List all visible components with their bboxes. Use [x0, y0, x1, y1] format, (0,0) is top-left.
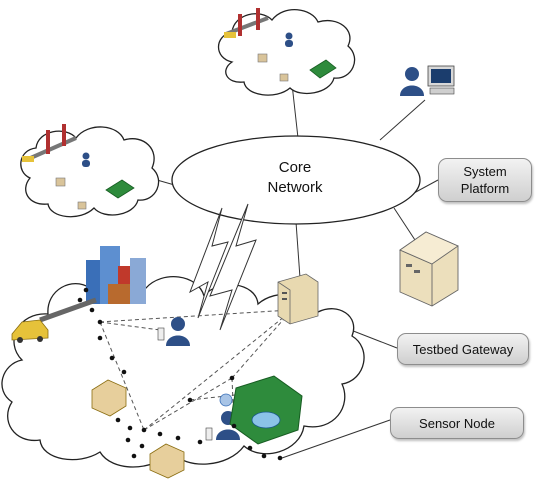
- system-platform-label-line1: System: [463, 164, 507, 179]
- bridge-icon: [224, 8, 269, 38]
- building-icon: [279, 73, 289, 82]
- link-core-gateway: [295, 221, 301, 279]
- gateway-icon: [277, 273, 319, 325]
- building-icon: [91, 379, 127, 417]
- map-icon: [229, 375, 303, 445]
- link-core-system-platform: [393, 207, 416, 241]
- cloud-icon: [20, 126, 160, 218]
- testbed-gateway-callout: Testbed Gateway: [397, 333, 529, 365]
- core-network-label-line2: Network: [267, 179, 323, 196]
- sensor-node-icon: [157, 431, 163, 437]
- map-icon: [105, 179, 135, 199]
- city-icon: [86, 246, 146, 304]
- link-sensor-callout: [281, 419, 391, 459]
- sensor-node-icon: [97, 319, 103, 325]
- user-icon: [400, 67, 424, 96]
- sensor-node-icon: [229, 375, 235, 381]
- user-icon: [82, 152, 90, 167]
- server-icon: [399, 231, 459, 307]
- workstation-icon: [427, 65, 455, 95]
- lightning-icon: [189, 207, 229, 319]
- user-icon: [157, 317, 190, 346]
- bridge-icon: [219, 393, 233, 407]
- sensor-node-icon: [115, 417, 121, 423]
- sensor-node-icon: [77, 297, 83, 303]
- system-platform-callout: System Platform: [438, 158, 532, 202]
- user-icon: [285, 32, 293, 47]
- lightning-icon: [209, 203, 257, 331]
- sensor-node-icon: [141, 427, 147, 433]
- sensor-node-icon: [187, 397, 193, 403]
- sensor-node-icon: [121, 369, 127, 375]
- building-icon: [77, 201, 87, 210]
- sensor-node-icon: [247, 445, 253, 451]
- link-user-core: [379, 99, 426, 141]
- sensor-node-icon: [97, 335, 103, 341]
- bridge-icon: [39, 297, 97, 323]
- sensor-node-icon: [261, 453, 267, 459]
- building-icon: [149, 443, 185, 479]
- sensor-node-icon: [139, 443, 145, 449]
- car-icon: [11, 319, 49, 343]
- map-icon: [309, 59, 337, 79]
- sensor-node-icon: [89, 307, 95, 313]
- sensor-node-icon: [83, 287, 89, 293]
- sensor-nodes: [77, 287, 283, 461]
- sensor-node-label: Sensor Node: [419, 415, 495, 431]
- core-network-label-line1: Core: [278, 159, 312, 176]
- sensor-node-icon: [197, 439, 203, 445]
- sensor-node-icon: [127, 425, 133, 431]
- sensor-node-icon: [175, 435, 181, 441]
- core-network-label: Core Network: [250, 158, 340, 198]
- sensor-node-callout: Sensor Node: [390, 407, 524, 439]
- sensor-node-icon: [277, 455, 283, 461]
- sensor-node-icon: [125, 437, 131, 443]
- bridge-icon: [22, 124, 77, 162]
- building-icon: [257, 53, 268, 63]
- sensor-node-icon: [231, 423, 237, 429]
- sensor-node-icon: [131, 453, 137, 459]
- testbed-gateway-label: Testbed Gateway: [412, 341, 514, 357]
- building-icon: [55, 177, 66, 187]
- system-platform-label-line2: Platform: [460, 181, 510, 196]
- sensor-node-icon: [109, 355, 115, 361]
- core-network-ellipse: [171, 135, 421, 225]
